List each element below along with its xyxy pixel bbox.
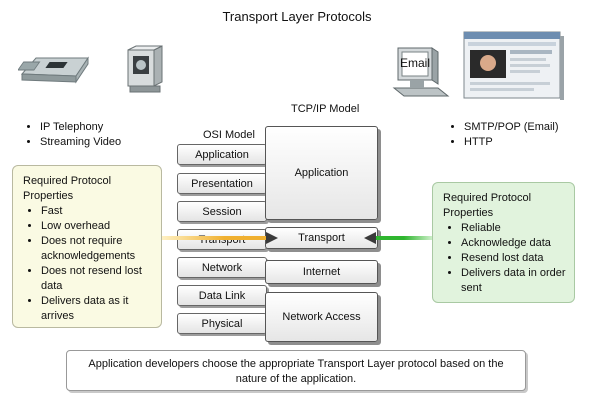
list-item: Fast [41,204,161,219]
ip-phone-icon [18,56,89,84]
udp-properties-list: Fast Low overhead Does not require ackno… [13,204,161,324]
tcpip-layer-application: Application [265,126,378,220]
udp-properties-panel: Required Protocol Properties Fast Low ov… [12,165,162,328]
list-item: Low overhead [41,219,161,234]
computer-monitor-icon [392,47,450,97]
web-browser-icon [463,31,564,100]
osi-layer-session: Session [177,201,267,222]
udp-arrow [160,232,278,244]
tcp-properties-panel: Required Protocol Properties Reliable Ac… [432,182,575,303]
list-item: Resend lost data [461,251,574,266]
list-item: Does not resend lost data [41,264,161,294]
osi-model-title: OSI Model [203,129,255,141]
right-app-list: SMTP/POP (Email) HTTP [446,120,594,150]
list-item: IP Telephony [40,120,170,135]
list-item: Reliable [461,221,574,236]
list-item: Acknowledge data [461,236,574,251]
list-item: Does not require acknowledgements [41,234,161,264]
panel-title: Required Protocol Properties [443,192,532,219]
osi-layer-physical: Physical [177,313,267,334]
page-title: Transport Layer Protocols [222,9,372,24]
osi-layer-presentation: Presentation [177,173,267,194]
tcpip-layer-internet: Internet [265,260,378,284]
tcp-arrow [364,232,434,244]
list-item: HTTP [464,135,594,150]
list-item: Streaming Video [40,135,170,150]
video-camera-icon [127,45,163,93]
monitor-label: Email [400,56,431,70]
panel-title: Required Protocol Properties [23,175,112,202]
list-item: SMTP/POP (Email) [464,120,594,135]
osi-layer-data-link: Data Link [177,285,267,306]
osi-layer-application: Application [177,144,267,165]
footer-note: Application developers choose the approp… [66,350,526,391]
osi-layer-network: Network [177,257,267,278]
left-app-list: IP Telephony Streaming Video [22,120,170,150]
tcpip-layer-transport: Transport [265,227,378,249]
list-item: Delivers data as it arrives [41,294,161,324]
tcpip-model-title: TCP/IP Model [291,103,360,115]
list-item: Delivers data in order sent [461,266,574,296]
tcpip-layer-network-access: Network Access [265,292,378,342]
tcp-properties-list: Reliable Acknowledge data Resend lost da… [433,221,574,296]
